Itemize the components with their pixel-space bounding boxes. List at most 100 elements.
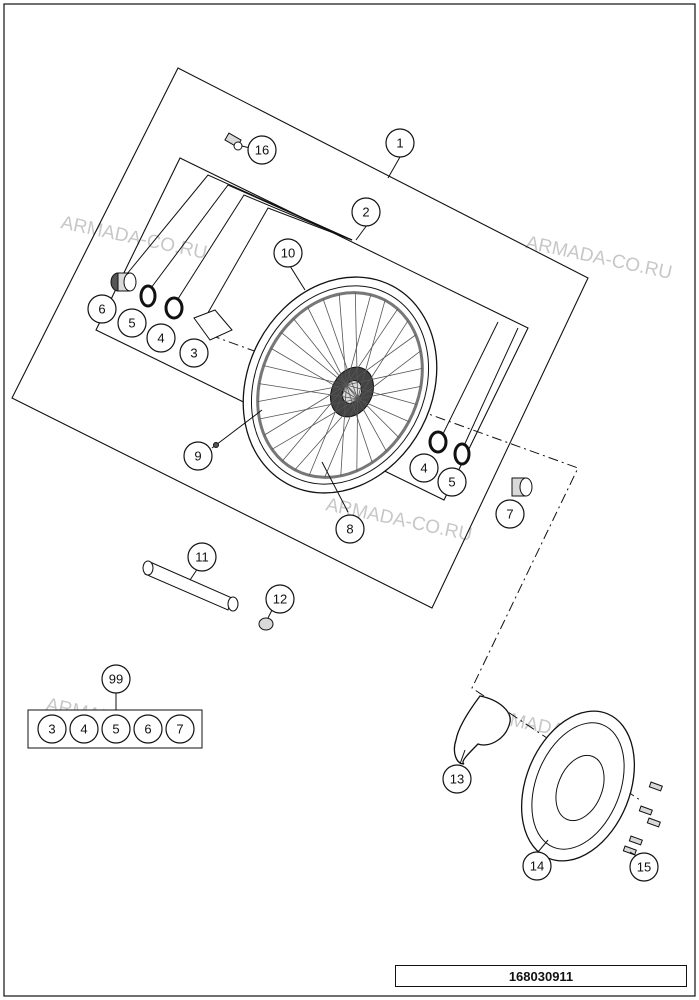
spoke bbox=[346, 384, 417, 405]
svg-text:4: 4 bbox=[420, 461, 427, 476]
leader-5-bracket bbox=[147, 184, 353, 293]
callout-5b: 5 bbox=[437, 467, 467, 497]
part-5b-seal bbox=[453, 442, 471, 466]
callout-14: 14 bbox=[522, 851, 552, 881]
svg-text:3: 3 bbox=[190, 346, 197, 361]
spoke bbox=[271, 398, 358, 450]
spoke bbox=[263, 365, 347, 386]
part-15-bolts bbox=[622, 781, 663, 856]
svg-text:6: 6 bbox=[144, 722, 151, 737]
callout-8: 8 bbox=[335, 514, 365, 544]
part-6-spacer bbox=[110, 272, 137, 292]
spoke bbox=[346, 294, 372, 386]
svg-text:16: 16 bbox=[255, 143, 269, 158]
svg-text:3: 3 bbox=[48, 722, 55, 737]
leader-14 bbox=[537, 839, 549, 853]
svg-text:99: 99 bbox=[109, 672, 123, 687]
spoke bbox=[259, 383, 358, 400]
svg-text:14: 14 bbox=[530, 859, 544, 874]
svg-text:10: 10 bbox=[281, 246, 295, 261]
spoke bbox=[346, 308, 398, 386]
kit-99-item-6: 6 bbox=[133, 714, 163, 744]
callout-12: 12 bbox=[265, 584, 295, 614]
svg-text:5: 5 bbox=[112, 722, 119, 737]
part-4b-bearing bbox=[428, 430, 448, 454]
callout-16: 16 bbox=[247, 135, 277, 165]
part-12-nut bbox=[258, 617, 274, 631]
callout-3: 3 bbox=[179, 338, 209, 368]
svg-text:7: 7 bbox=[176, 722, 183, 737]
watermark-1: ARMADA-CO.RU bbox=[59, 212, 209, 263]
callout-7a: 7 bbox=[495, 499, 525, 529]
callout-11: 11 bbox=[187, 542, 217, 572]
svg-text:13: 13 bbox=[450, 772, 464, 787]
spoke bbox=[282, 384, 347, 462]
leader-9 bbox=[211, 409, 263, 449]
document-number: 168030911 bbox=[395, 965, 687, 987]
leader-2 bbox=[355, 224, 368, 241]
leader-8 bbox=[321, 461, 349, 513]
spoke bbox=[308, 384, 347, 476]
callout-5a: 5 bbox=[117, 308, 147, 338]
callout-10: 10 bbox=[273, 238, 303, 268]
spoke bbox=[259, 398, 358, 420]
callout-9: 9 bbox=[183, 441, 213, 471]
part-3-spacer bbox=[193, 309, 233, 341]
leader-12 bbox=[267, 609, 273, 619]
kit-99-item-7: 7 bbox=[165, 714, 195, 744]
callout-99: 99 bbox=[101, 664, 131, 694]
spoke bbox=[340, 384, 347, 476]
svg-text:1: 1 bbox=[396, 136, 403, 151]
spoke bbox=[257, 384, 347, 403]
spoke bbox=[338, 294, 347, 386]
callout-13: 13 bbox=[442, 764, 472, 794]
svg-text:12: 12 bbox=[273, 592, 287, 607]
svg-text:6: 6 bbox=[98, 302, 105, 317]
spoke bbox=[307, 307, 347, 386]
leader-4-bracket bbox=[175, 194, 353, 303]
svg-text:8: 8 bbox=[346, 522, 353, 537]
spoke bbox=[357, 398, 410, 422]
nipple-part bbox=[213, 442, 219, 448]
svg-text:9: 9 bbox=[194, 449, 201, 464]
spoke bbox=[280, 332, 347, 386]
spoke bbox=[346, 334, 416, 386]
svg-text:5: 5 bbox=[128, 316, 135, 331]
svg-text:2: 2 bbox=[362, 205, 369, 220]
spoke bbox=[346, 384, 400, 438]
part-13-ring bbox=[453, 695, 511, 765]
leader-3-bracket bbox=[204, 207, 353, 319]
spoke bbox=[322, 299, 358, 400]
part-14-brake-disc bbox=[520, 710, 636, 862]
spoke bbox=[357, 386, 421, 400]
callout-6a: 6 bbox=[87, 294, 117, 324]
spoke bbox=[294, 398, 358, 471]
leader-13 bbox=[459, 749, 466, 765]
kit-99-item-3: 3 bbox=[37, 714, 67, 744]
part-5-seal bbox=[139, 284, 157, 308]
spoke bbox=[356, 398, 358, 471]
leader-5b-bracket bbox=[461, 327, 519, 451]
wheel-rim bbox=[242, 276, 438, 494]
assembly-frame-1 bbox=[11, 67, 589, 609]
spoke bbox=[324, 398, 358, 478]
kit-99-item-5: 5 bbox=[101, 714, 131, 744]
spoke bbox=[354, 292, 358, 400]
callout-15: 15 bbox=[629, 852, 659, 882]
svg-text:7: 7 bbox=[506, 507, 513, 522]
wheel-spokes bbox=[257, 292, 423, 478]
callout-4a: 4 bbox=[146, 323, 176, 353]
leader-10 bbox=[289, 265, 306, 291]
leader-6-bracket bbox=[121, 174, 353, 281]
kit-99-item-4: 4 bbox=[69, 714, 99, 744]
spoke bbox=[346, 367, 423, 386]
spoke bbox=[270, 348, 358, 400]
callout-4b: 4 bbox=[409, 453, 439, 483]
svg-text:15: 15 bbox=[637, 860, 651, 875]
spoke bbox=[293, 318, 358, 400]
spoke bbox=[357, 320, 409, 400]
svg-text:11: 11 bbox=[195, 550, 209, 565]
svg-text:4: 4 bbox=[80, 722, 87, 737]
